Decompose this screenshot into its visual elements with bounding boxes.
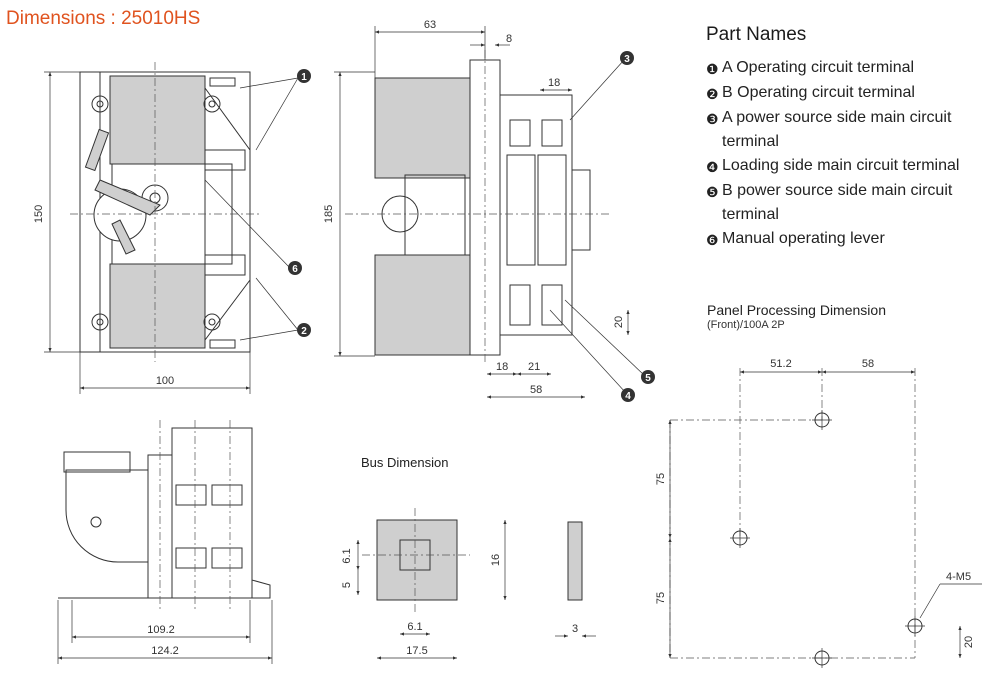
part-number: ❻ (706, 232, 719, 248)
panel-view: 51.2 58 75 75 20 4-M5 (655, 358, 982, 668)
panel-title: Panel Processing Dimension (707, 302, 886, 318)
callout-3-label: 3 (624, 54, 630, 65)
page-title: Dimensions : 25010HS (6, 8, 201, 29)
callout-2: 2 (297, 323, 311, 337)
part-number: ❸ (706, 111, 719, 127)
callout-2-label: 2 (301, 326, 307, 337)
side-view: 63 8 18 185 20 18 21 58 (323, 19, 645, 399)
front-height-dim: 150 (33, 205, 45, 223)
side-bottom-dim-2: 21 (528, 361, 540, 373)
panel-dim-w2: 58 (862, 358, 874, 370)
part-number: ❶ (706, 61, 719, 77)
part-number: ❺ (706, 184, 719, 200)
bus-width-dim-2: 17.5 (406, 645, 427, 657)
bus-title: Bus Dimension (361, 455, 449, 470)
side-terminal-dim: 20 (613, 316, 625, 328)
front-view: 150 100 (33, 62, 299, 394)
front-width-dim: 100 (156, 375, 174, 387)
side-bottom-dim-3: 58 (530, 384, 542, 396)
part-number: ❹ (706, 159, 719, 175)
callout-5: 5 (641, 370, 655, 384)
side-pitch-dim: 18 (548, 77, 560, 89)
part-label: B power source side main circuit termina… (722, 182, 953, 223)
part-label: Manual operating lever (722, 230, 885, 247)
bus-thickness-dim: 3 (572, 623, 578, 635)
callout-6-label: 6 (292, 264, 298, 275)
callout-3: 3 (620, 51, 634, 65)
bus-view: 6.1 5 16 6.1 17.5 3 (341, 508, 596, 660)
panel-hole-label: 4-M5 (946, 571, 971, 583)
bottom-dim-1: 109.2 (147, 624, 175, 636)
part-label: B Operating circuit terminal (722, 84, 915, 101)
side-width-dim: 63 (424, 19, 436, 31)
panel-dim-h3: 20 (963, 636, 975, 648)
panel-dim-w1: 51.2 (770, 358, 791, 370)
bus-dim-a: 6.1 (341, 548, 353, 563)
panel-dim-h1: 75 (655, 473, 667, 485)
side-height-dim: 185 (323, 205, 335, 223)
callout-4-label: 4 (625, 391, 631, 402)
callout-4: 4 (621, 388, 635, 402)
bus-dim-b: 5 (341, 582, 353, 588)
callout-6: 6 (288, 261, 302, 275)
part-label: A power source side main circuit termina… (722, 109, 952, 150)
callout-5-label: 5 (645, 373, 651, 384)
part-label: Loading side main circuit terminal (722, 157, 960, 174)
part-label: A Operating circuit terminal (722, 59, 915, 76)
bus-height-dim: 16 (490, 554, 502, 566)
part-number: ❷ (706, 86, 719, 102)
callout-1-label: 1 (301, 72, 307, 83)
bus-width-dim-1: 6.1 (407, 621, 422, 633)
part-names-heading: Part Names (706, 24, 807, 45)
bottom-dim-2: 124.2 (151, 645, 179, 657)
panel-dim-h2: 75 (655, 592, 667, 604)
bottom-view: 109.2 124.2 (57, 420, 273, 664)
callout-1: 1 (297, 69, 311, 83)
side-gap-dim: 8 (506, 33, 512, 45)
side-bottom-dim-1: 18 (496, 361, 508, 373)
panel-subtitle: (Front)/100A 2P (707, 319, 785, 331)
